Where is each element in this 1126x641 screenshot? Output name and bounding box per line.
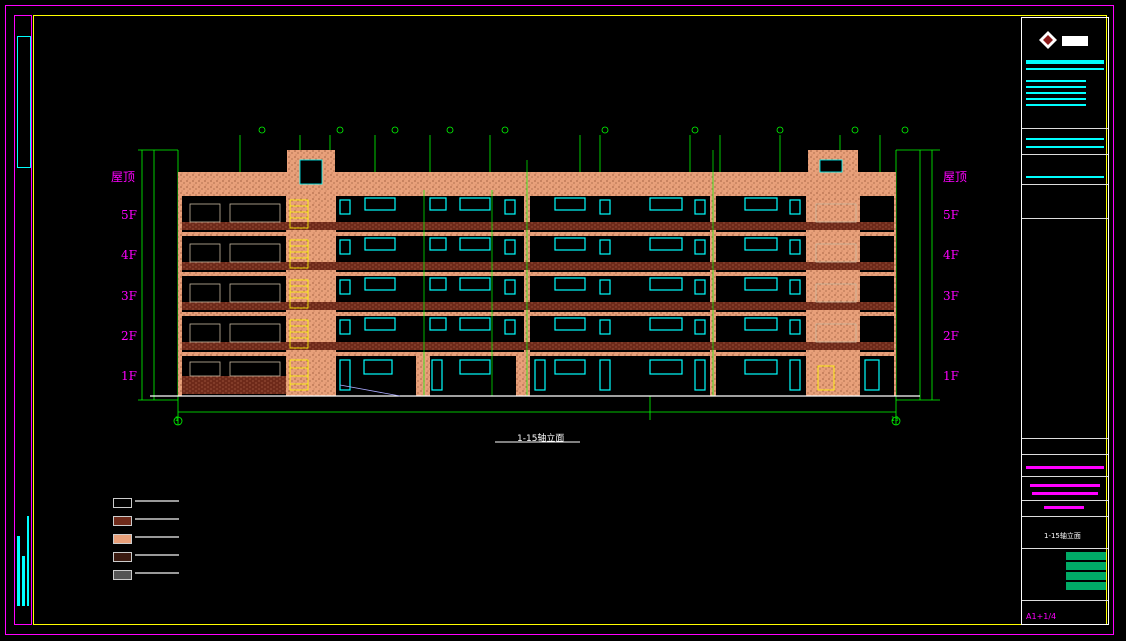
floors [182, 196, 894, 396]
sheet-number: A1+1/4 [1026, 612, 1057, 621]
level-1f-left: 1F [121, 369, 137, 383]
level-2f-right: 2F [943, 329, 959, 343]
level-2f-left: 2F [121, 329, 137, 343]
level-3f-right: 3F [943, 289, 959, 303]
drawing-title: 1-15轴立面 [517, 434, 565, 444]
sheet-label: 1-15轴立面 [1044, 532, 1081, 540]
level-5f-right: 5F [943, 208, 959, 222]
level-4f-left: 4F [121, 248, 137, 262]
level-3f-left: 3F [121, 289, 137, 303]
elevation-drawing [138, 126, 940, 443]
left-binding-strip [14, 15, 32, 625]
windows [339, 197, 880, 391]
stair-tower-left [287, 150, 335, 396]
sheet-inner-frame [33, 15, 1107, 625]
level-4f-right: 4F [943, 248, 959, 262]
axis-label-right: 15 [891, 416, 899, 423]
title-block: 1-15轴立面 A1+1/4 [1021, 17, 1109, 625]
stair-tower-right [808, 150, 858, 396]
level-roof-right: 屋顶 [943, 170, 968, 184]
material-legend [113, 488, 193, 580]
level-1f-right: 1F [943, 369, 959, 383]
column-lines [423, 150, 714, 396]
axis-label-left: 1 [175, 416, 179, 423]
approval-table [1066, 550, 1106, 600]
level-5f-left: 5F [121, 208, 137, 222]
strip-table [17, 36, 31, 168]
level-roof-left: 屋顶 [111, 170, 136, 184]
grid-bubbles [173, 126, 909, 426]
stairs [289, 199, 835, 391]
balconies [189, 203, 857, 377]
sheet-outer-frame [5, 5, 1114, 635]
strip-bars [17, 506, 29, 606]
company-logo [1038, 30, 1058, 50]
